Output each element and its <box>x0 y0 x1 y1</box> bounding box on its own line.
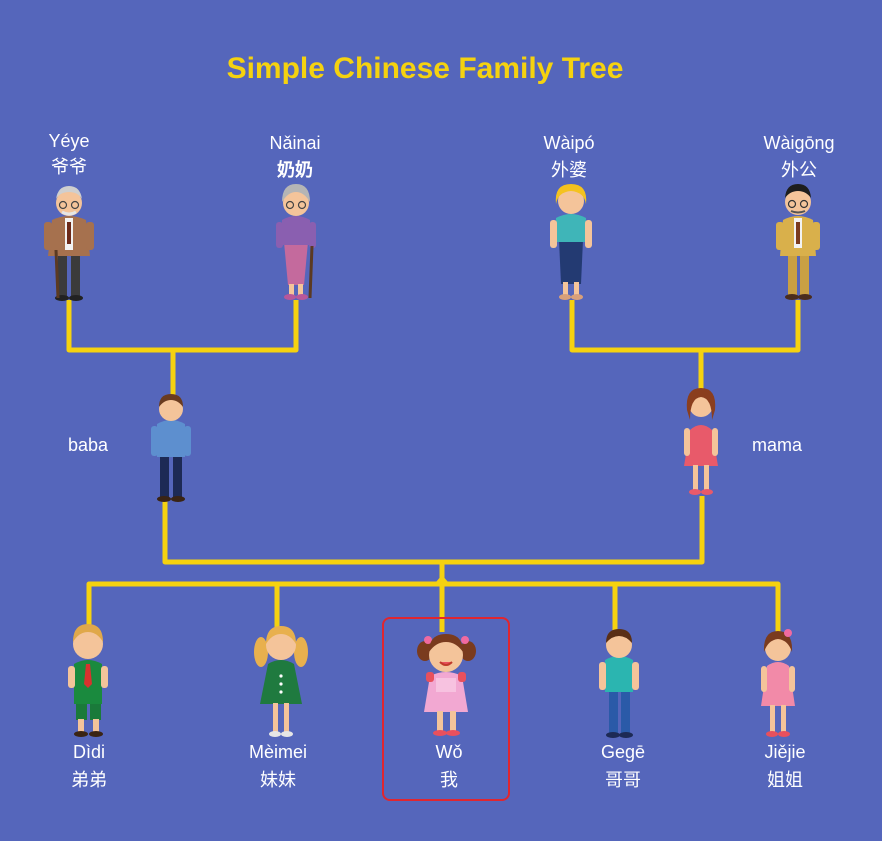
didi-hanzi-label: 弟弟 <box>71 770 107 790</box>
connector-lines <box>66 300 801 632</box>
meimei-figure <box>254 626 308 737</box>
yeye-figure <box>44 186 94 301</box>
yeye-pinyin-label: Yéye <box>48 131 90 151</box>
waipo-hanzi-label: 外婆 <box>551 160 587 180</box>
jiejie-hanzi-label: 姐姐 <box>767 770 803 790</box>
nainai-pinyin-label: Nǎinai <box>269 133 321 153</box>
waipo-figure <box>550 184 592 300</box>
baba-figure <box>151 394 191 502</box>
gege-figure <box>599 629 639 738</box>
wo-pinyin-label: Wǒ <box>435 742 463 762</box>
jiejie-pinyin-label: Jiějie <box>764 742 806 762</box>
wo-hanzi-label: 我 <box>440 770 458 790</box>
waigong-pinyin-label: Wàigōng <box>763 133 835 153</box>
junction-marker <box>436 575 448 582</box>
yeye-hanzi-label: 爷爷 <box>51 157 87 177</box>
wo-figure <box>417 634 476 736</box>
nainai-hanzi-label: 奶奶 <box>277 160 313 180</box>
diagram-title: Simple Chinese Family Tree <box>226 52 624 85</box>
self-highlight-box <box>382 617 510 801</box>
waipo-pinyin-label: Wàipó <box>543 133 595 153</box>
waigong-figure <box>776 184 820 300</box>
gege-hanzi-label: 哥哥 <box>605 770 641 790</box>
waigong-hanzi-label: 外公 <box>781 160 817 180</box>
nainai-figure <box>276 184 316 300</box>
mama-figure <box>684 388 718 495</box>
parents-connector <box>162 496 705 582</box>
mama-label: mama <box>751 435 802 455</box>
gege-pinyin-label: Gegē <box>600 742 646 762</box>
baba-label: baba <box>67 435 109 455</box>
didi-figure <box>68 624 108 737</box>
children-connector <box>86 581 781 632</box>
paternal-connector <box>66 300 299 398</box>
didi-pinyin-label: Dìdi <box>72 742 105 762</box>
meimei-pinyin-label: Mèimei <box>248 742 307 762</box>
maternal-connector <box>569 300 801 390</box>
meimei-hanzi-label: 妹妹 <box>260 770 296 790</box>
jiejie-figure <box>761 629 795 737</box>
